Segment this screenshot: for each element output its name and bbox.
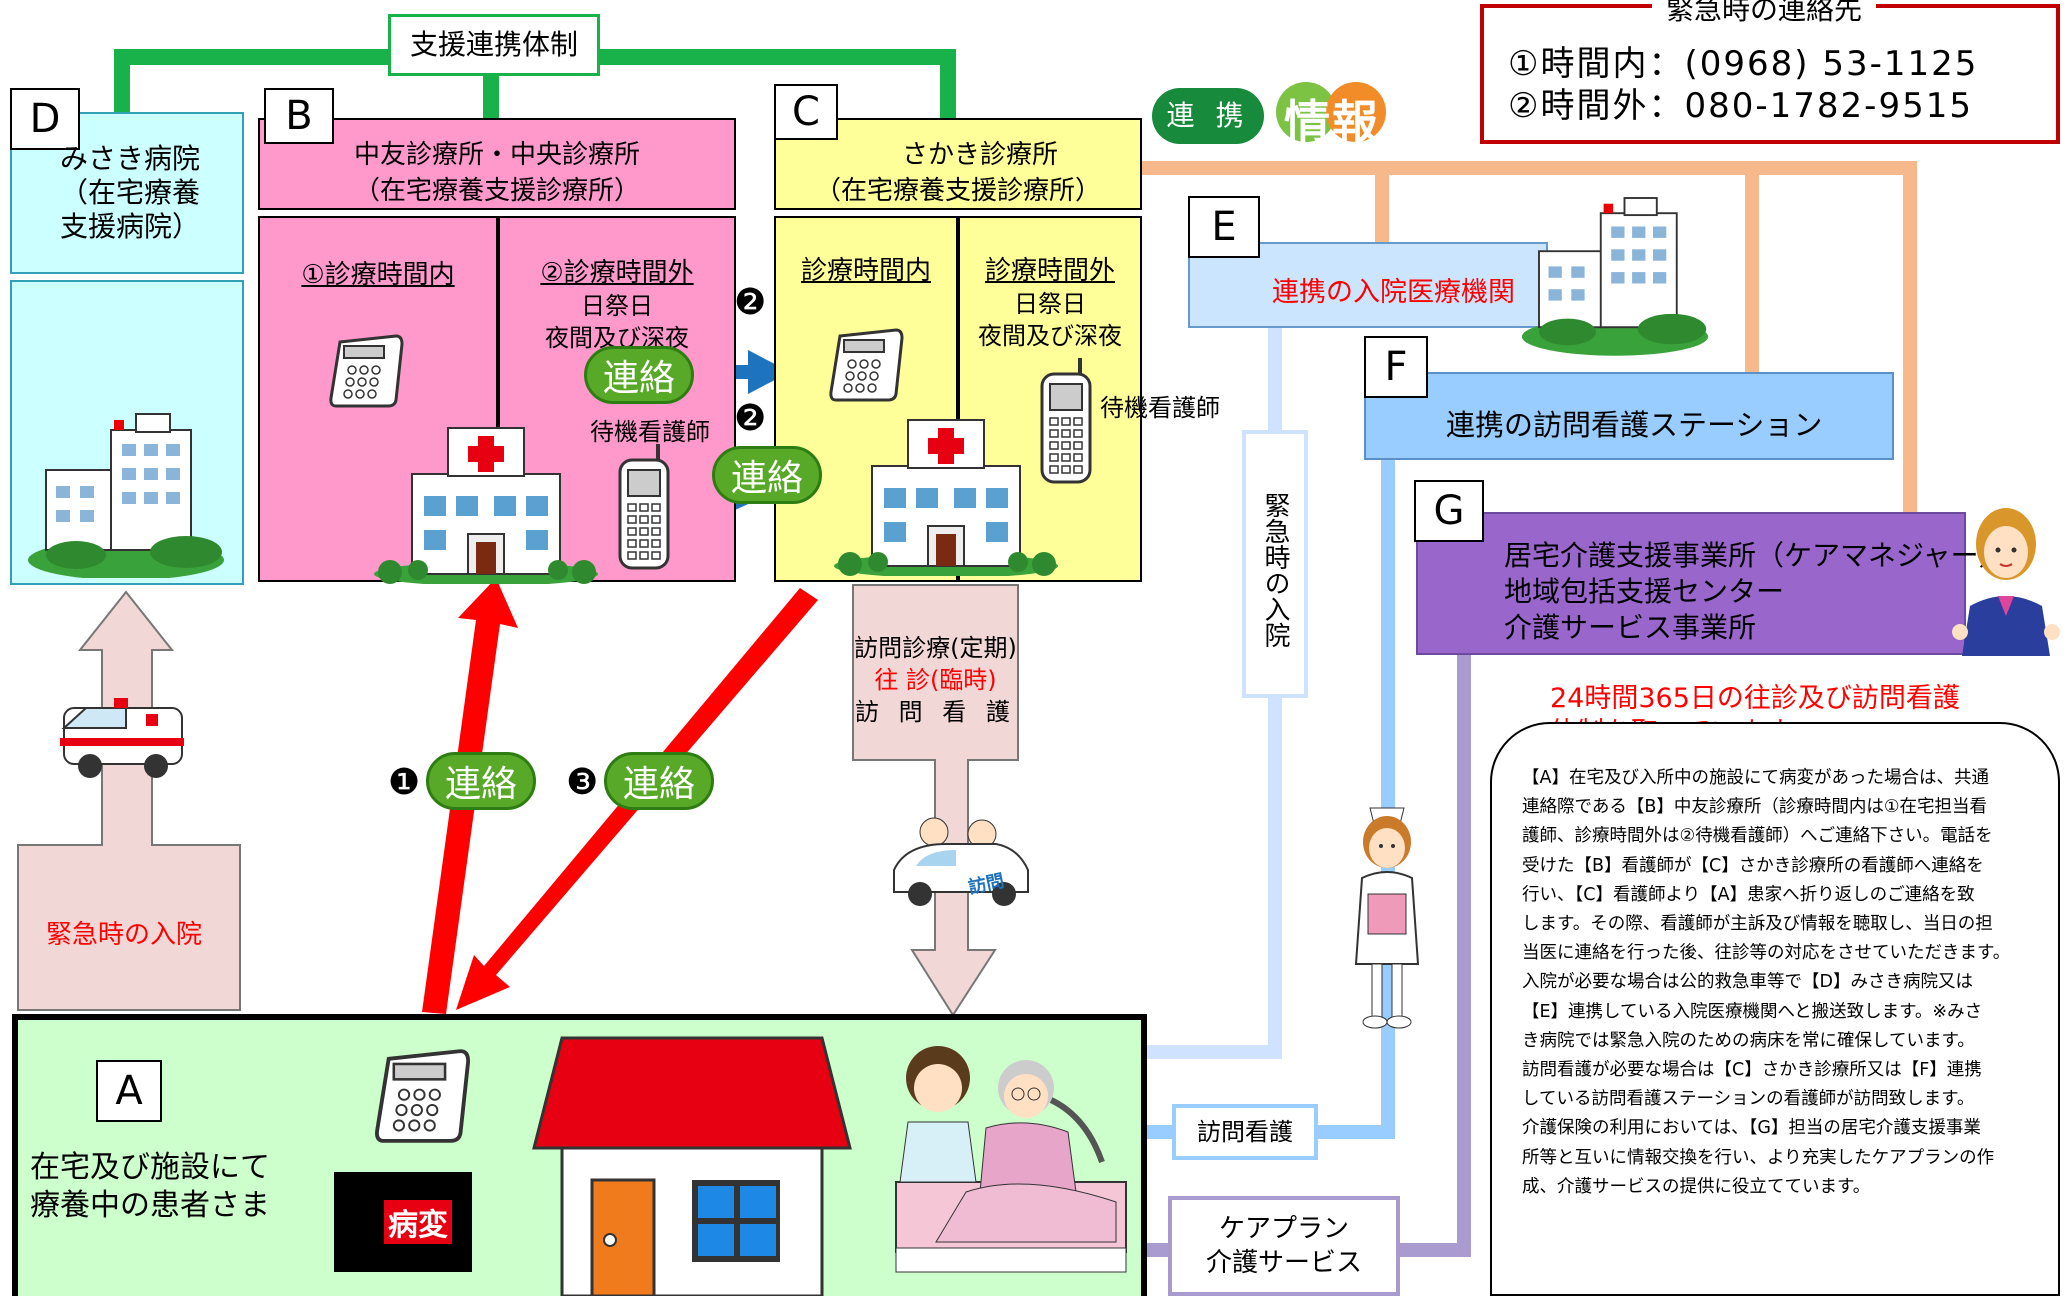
description-panel [1490,722,2060,1296]
home-visit-nursing: 訪 問 看 護 [855,698,1016,726]
description-line: 当医に連絡を行った後、往診等の対応をさせていただきます。 [1522,943,2011,964]
emergency-contact-box: 緊急時の連絡先 ①時間内：(0968) 53-1125 ②時間外：080-178… [1480,0,2060,144]
description-line: します。その際、看護師が主訴及び情報を聴取し、当日の担 [1522,914,1993,935]
sakaki-clinic-name: さかき診療所 [901,140,1058,170]
contact-label-b-c-1: 連絡 [584,346,694,404]
sakaki-clinic-type: （在宅療養支援診療所） [814,176,1101,206]
c-standby-nurse: 待機看護師 [1100,394,1220,422]
mobile-phone-icon-c [1040,358,1092,484]
home-visit-temporary: 往 診(臨時) [874,666,997,694]
care-manager-figure [1952,508,2060,656]
description-line: 介護保険の利用においては、【G】担当の居宅介護支援事業 [1522,1118,1981,1139]
step-3-marker: ❸ [566,762,599,803]
step-1-marker: ❶ [388,762,421,803]
box-f [1364,372,1894,460]
b-after-hours-title: ②診療時間外 [540,258,694,288]
care-service-office: 介護サービス事業所 [1504,611,1757,644]
description-line: 成、介護サービスの提供に役立てています。 [1522,1176,1871,1197]
sudden-illness-badge: 病変 [334,1172,472,1272]
contact-after-hours: ②時間外：080-1782-9515 [1508,86,1973,126]
step-2-marker-b: ❷ [734,398,767,439]
emergency-admission-vertical-label: 緊急時の入院 [1260,492,1290,648]
hospital-illustration-d [28,413,224,578]
joho-text: 情報 [1284,95,1380,149]
desk-phone-icon-c [829,328,904,402]
joho-badge: 情報 [1276,82,1386,149]
description-line: 護師、診療時間外は②待機看護師）へご連絡下さい。電話を [1522,826,1993,847]
patient-label-line2: 療養中の患者さま [30,1188,270,1223]
box-g [1416,512,1966,655]
partner-hospital-name: 連携の入院医療機関 [1272,277,1515,308]
letter-b: B [264,88,334,144]
patient-label-line1: 在宅及び施設にて [30,1150,270,1185]
renkei-badge: 連 携 [1152,88,1264,144]
step-2-marker-a: ❷ [734,282,767,323]
visiting-nursing-label: 訪問看護 [1172,1104,1318,1160]
home-visit-regular: 訪問診療(定期) [854,634,1017,662]
partner-nursing-station-name: 連携の訪問看護ステーション [1446,408,1823,442]
care-support-office: 居宅介護支援事業所（ケアマネジャー） [1504,539,2007,572]
emergency-admission-vertical-box [1242,430,1308,698]
contact-in-hours: ①時間内：(0968) 53-1125 [1508,44,1979,84]
description-line: 連絡際である【B】中友診療所（診療時間内は①在宅担当看 [1522,797,1988,818]
emergency-contact-title: 緊急時の連絡先 [1652,0,1877,28]
b-in-hours-title: ①診療時間内 [301,260,455,290]
c-after-hours-title: 診療時間外 [984,256,1115,286]
nakatomo-clinic-name: 中友診療所・中央診療所 [353,140,640,170]
description-line: 【A】在宅及び入所中の施設にて病変があった場合は、共通 [1522,768,1989,788]
nurse-figure [1354,807,1420,1029]
contact-label-a-b: 連絡 [426,752,536,810]
letter-f: F [1364,336,1428,398]
c-holidays: 日祭日 [1014,290,1086,318]
description-line: 行い、【C】看護師より【A】患家へ折り返しのご連絡を致 [1522,884,1975,905]
support-label: 支援連携体制 [388,14,600,76]
contact-label-c-a: 連絡 [604,752,714,810]
clinic-building-icon-b [374,427,598,584]
home-visit-arrow [852,584,1019,1017]
visiting-car-icon [893,817,1029,906]
house-icon [532,1036,852,1296]
contact-label-b-c-2: 連絡 [712,446,822,504]
description-line: 【E】連携している入院医療機関へと搬送致します。※みさ [1522,1001,1983,1022]
headline-line1: 24時間365日の往診及び訪問看護 [1550,683,1960,714]
description-line: き病院では緊急入院のための病床を常に確保しています。 [1522,1030,1975,1051]
letter-g: G [1414,480,1484,542]
ambulance-icon [60,698,184,778]
care-plan-box: ケアプラン 介護サービス [1168,1196,1400,1296]
letter-a: A [96,1060,162,1122]
letter-d: D [10,88,80,150]
description-line: 所等と互いに情報交換を行い、より充実したケアプランの作 [1522,1147,1995,1168]
letter-c: C [774,84,838,140]
mobile-phone-icon-b [618,444,670,570]
clinic-building-icon-c [834,419,1058,576]
emergency-admission-arrow [17,590,241,1011]
description-line: している訪問看護ステーションの看護師が訪問致します。 [1522,1089,1975,1110]
box-b-header [258,118,736,210]
community-support-center: 地域包括支援センター [1504,575,1785,608]
care-plan-label: ケアプラン [1218,1214,1349,1244]
description-text: 【A】在宅及び入所中の施設にて病変があった場合は、共通 連絡際である【B】中友診… [1522,764,2052,1202]
misaki-hospital-name: みさき病院 （在宅療養 支援病院） [59,142,200,243]
c-in-hours-title: 診療時間内 [800,256,931,286]
description-line: 受けた【B】看護師が【C】さかき診療所の看護師へ連絡を [1522,855,1984,876]
c-night: 夜間及び深夜 [978,322,1122,350]
collaboration-lines [1140,161,1917,512]
desk-phone-icon-b [329,334,404,408]
description-line: 訪問看護が必要な場合は【C】さかき診療所又は【F】連携 [1522,1060,1982,1081]
emergency-admission-label: 緊急時の入院 [46,920,203,950]
b-holidays: 日祭日 [581,292,653,320]
description-line: 入院が必要な場合は公的救急車等で【D】みさき病院又は [1522,972,1973,993]
care-services-label: 介護サービス [1205,1248,1362,1278]
sudden-illness-label: 病変 [384,1200,452,1244]
desk-phone-icon-a [375,1049,471,1143]
letter-e: E [1188,196,1260,258]
hospital-illustration-e [1521,197,1709,356]
nakatomo-clinic-type: （在宅療養支援診療所） [353,176,640,206]
patient-in-bed-illustration [895,1046,1127,1273]
b-standby-nurse: 待機看護師 [590,418,710,446]
